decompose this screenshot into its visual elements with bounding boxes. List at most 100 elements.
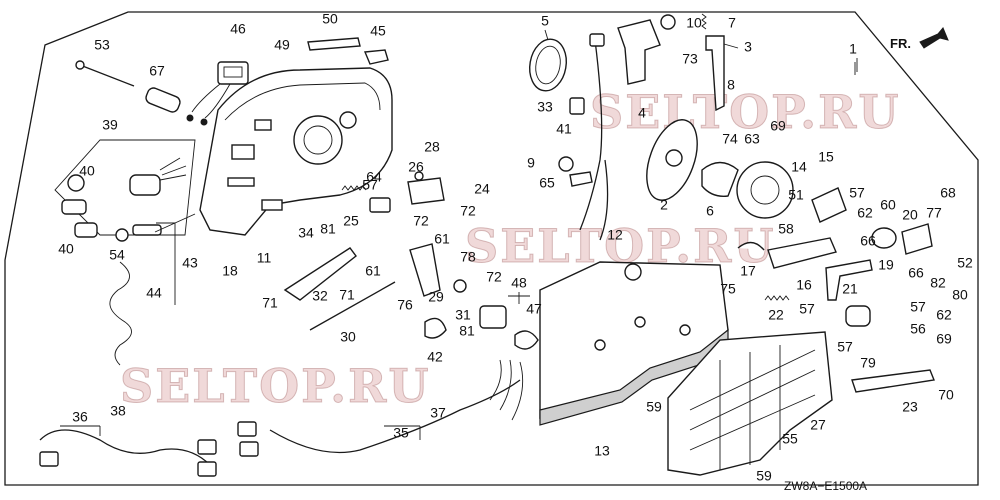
part-label: 47 <box>526 301 542 317</box>
part-label: 82 <box>930 275 946 291</box>
part-label: 22 <box>768 307 784 323</box>
part-label: 37 <box>430 405 446 421</box>
link-rod <box>851 369 935 393</box>
part-label: 34 <box>298 225 314 241</box>
part-label: 48 <box>511 275 527 291</box>
front-label: FR. <box>890 36 911 51</box>
part-label: 32 <box>312 288 328 304</box>
part-label: 39 <box>102 117 118 133</box>
friction-disc <box>736 161 794 219</box>
link-lever <box>283 247 357 301</box>
part-label: 28 <box>424 139 440 155</box>
part-label: 81 <box>459 323 475 339</box>
friction-plate <box>811 187 847 223</box>
part-label: 42 <box>427 349 443 365</box>
bracket <box>409 243 441 297</box>
part-label: 71 <box>339 287 355 303</box>
part-label: 27 <box>810 417 826 433</box>
part-label: 81 <box>320 221 336 237</box>
watermark: SELTOP.RU <box>465 219 776 273</box>
part-label: 69 <box>770 118 786 134</box>
arm <box>825 259 873 301</box>
part-label: 55 <box>782 431 798 447</box>
part-label: 15 <box>818 149 834 165</box>
part-label: 5 <box>541 13 549 29</box>
part-label: 23 <box>902 399 918 415</box>
detent <box>845 305 871 327</box>
part-label: 33 <box>537 99 553 115</box>
lanyard-cord <box>109 213 196 366</box>
part-label: 46 <box>230 21 246 37</box>
ring <box>529 38 567 92</box>
label-plate <box>307 37 361 51</box>
wire-bundle <box>489 359 524 421</box>
part-label: 35 <box>393 425 409 441</box>
part-label: 54 <box>109 247 125 263</box>
part-label: 74 <box>722 131 738 147</box>
clip-small <box>569 97 585 115</box>
part-label: 62 <box>936 307 952 323</box>
part-label: 68 <box>940 185 956 201</box>
spring <box>764 295 790 301</box>
part-label: 60 <box>880 197 896 213</box>
part-label: 10 <box>686 15 702 31</box>
ball <box>414 171 424 181</box>
detent-bracket <box>407 177 445 205</box>
leader-lines <box>60 29 858 440</box>
connector <box>197 439 217 455</box>
grommet-small <box>424 317 447 339</box>
part-label: 8 <box>727 77 735 93</box>
part-label: 36 <box>72 409 88 425</box>
part-label: 20 <box>902 207 918 223</box>
part-label: 70 <box>938 387 954 403</box>
ignition-switch <box>61 157 187 238</box>
part-label: 50 <box>322 11 338 27</box>
clip <box>363 49 389 65</box>
stopper <box>369 197 391 213</box>
part-label: 12 <box>607 227 623 243</box>
plate <box>901 223 933 255</box>
watermark: SELTOP.RU <box>120 359 431 413</box>
part-label: 14 <box>791 159 807 175</box>
part-label: 77 <box>926 205 942 221</box>
part-label: 80 <box>952 287 968 303</box>
clip <box>737 241 765 251</box>
part-label: 72 <box>486 269 502 285</box>
cam <box>701 161 739 197</box>
part-label: 44 <box>146 285 162 301</box>
part-label: 18 <box>222 263 238 279</box>
part-label: 57 <box>910 299 926 315</box>
part-label: 2 <box>660 197 668 213</box>
connector <box>237 421 257 437</box>
switch-box <box>186 61 249 126</box>
front-arrow-icon: FR. <box>890 27 949 51</box>
part-label: 29 <box>428 289 444 305</box>
housing-left <box>199 67 393 236</box>
part-label: 62 <box>857 205 873 221</box>
watermark: SELTOP.RU <box>590 85 901 139</box>
spring <box>341 185 367 191</box>
connector <box>39 451 59 467</box>
part-label: 21 <box>842 281 858 297</box>
bushing <box>558 156 574 172</box>
part-label: 38 <box>110 403 126 419</box>
part-label: 75 <box>720 281 736 297</box>
part-label: 4 <box>638 105 646 121</box>
washer-large <box>871 227 897 249</box>
part-label: 53 <box>94 37 110 53</box>
washer <box>453 279 467 293</box>
wire <box>579 39 609 241</box>
part-label: 1 <box>849 41 857 57</box>
part-label: 43 <box>182 255 198 271</box>
part-labels: 1 2 3 4 5 6 7 8 9 10 11 12 13 14 15 16 1… <box>58 11 973 484</box>
part-label: 25 <box>343 213 359 229</box>
part-label: 58 <box>778 221 794 237</box>
part-label: 45 <box>370 23 386 39</box>
wire-harness-left <box>39 429 211 466</box>
part-label: 65 <box>539 175 555 191</box>
part-label: 56 <box>910 321 926 337</box>
part-label: 57 <box>799 301 815 317</box>
part-label: 72 <box>413 213 429 229</box>
part-label: 76 <box>397 297 413 313</box>
part-label: 13 <box>594 443 610 459</box>
